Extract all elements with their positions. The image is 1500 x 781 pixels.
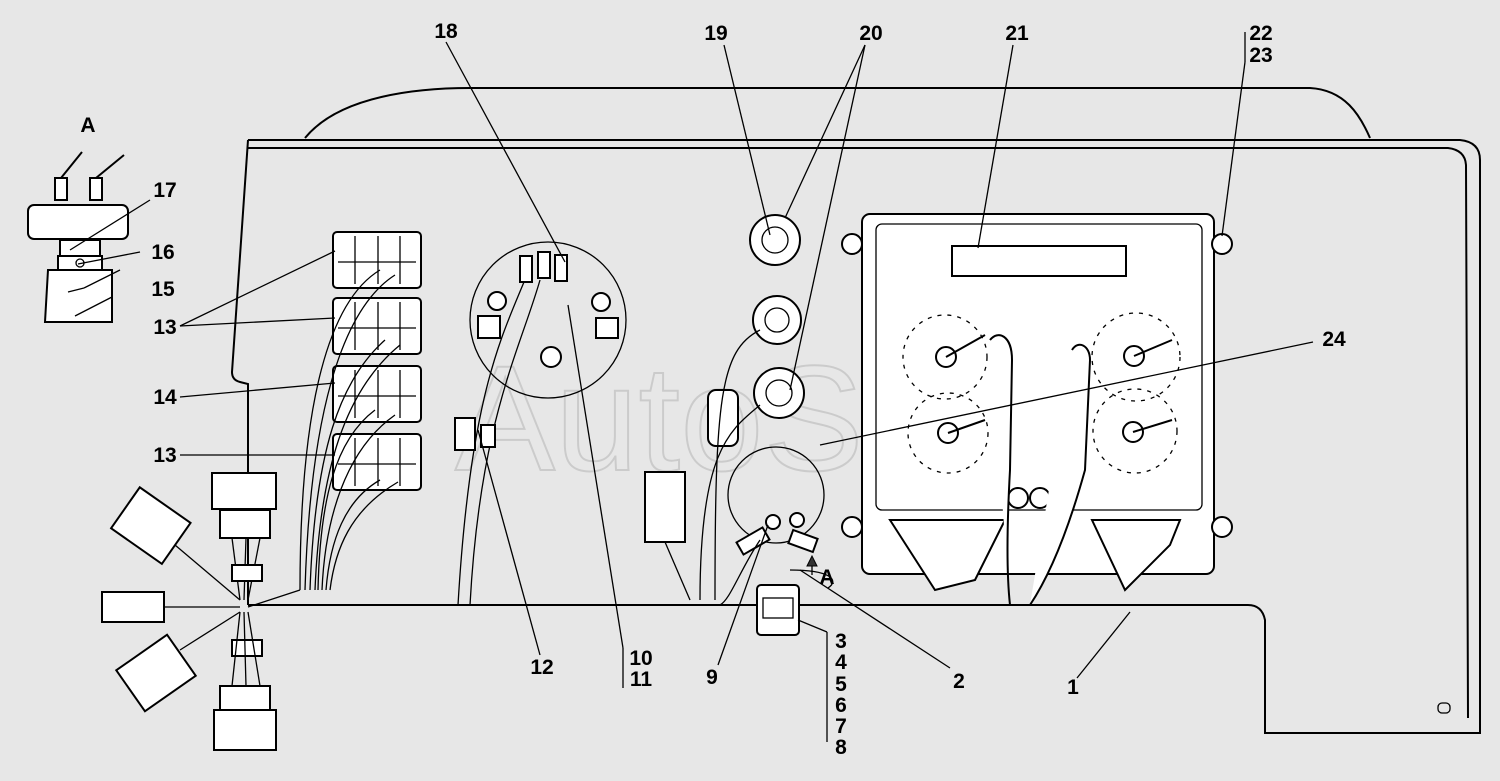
instrument-cluster — [841, 213, 1233, 606]
label-15: 15 — [151, 278, 175, 301]
label-7: 7 — [835, 715, 847, 738]
label-9: 9 — [706, 666, 718, 689]
label-2: 2 — [953, 670, 965, 693]
label-16: 16 — [151, 241, 174, 264]
label-13-top: 13 — [153, 316, 176, 339]
label-19: 19 — [704, 22, 727, 45]
label-11: 11 — [630, 668, 653, 691]
label-23: 23 — [1249, 44, 1272, 67]
label-24: 24 — [1322, 328, 1346, 351]
label-21: 21 — [1005, 22, 1029, 45]
round-gauge-left — [454, 241, 627, 606]
label-a-arrow: A — [819, 566, 834, 589]
label-17: 17 — [153, 179, 176, 202]
dashboard-panel — [230, 87, 1481, 734]
label-22: 22 — [1249, 22, 1272, 45]
label-4: 4 — [835, 651, 847, 674]
switch-blocks — [299, 231, 422, 591]
label-10: 10 — [629, 647, 652, 670]
label-view-a: A — [80, 114, 95, 137]
label-1: 1 — [1067, 676, 1079, 699]
label-13-bottom: 13 — [153, 444, 176, 467]
label-14: 14 — [153, 386, 177, 409]
label-8: 8 — [835, 736, 847, 759]
round-socket-lower — [719, 446, 834, 636]
label-6: 6 — [835, 694, 847, 717]
label-20: 20 — [859, 22, 882, 45]
view-a-detail — [27, 151, 129, 323]
leader-lines — [67, 32, 1314, 742]
left-harness — [101, 472, 301, 751]
label-3: 3 — [835, 630, 847, 653]
label-5: 5 — [835, 673, 847, 696]
callout-labels: A 17 16 15 13 14 13 18 19 20 21 22 23 24… — [80, 20, 1346, 759]
label-18: 18 — [434, 20, 458, 43]
label-12: 12 — [530, 656, 553, 679]
